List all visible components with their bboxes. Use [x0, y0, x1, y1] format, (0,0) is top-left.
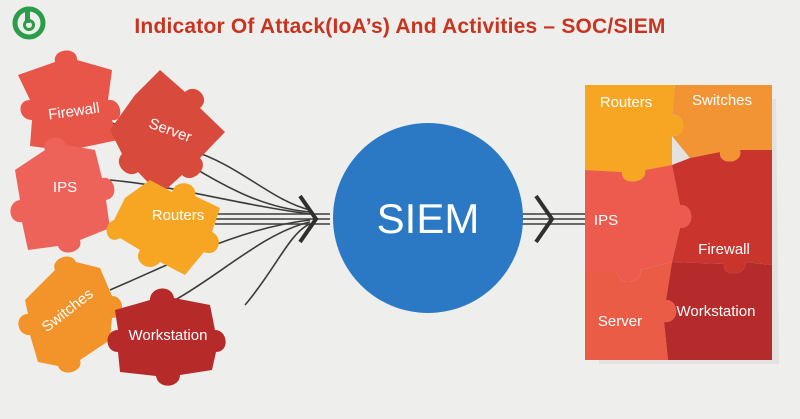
output-tile-server: Server [585, 262, 677, 360]
output-tile-ips: IPS [585, 165, 692, 282]
input-piece-routers: Routers [106, 180, 220, 275]
b-logo-icon [12, 6, 46, 40]
output-tile-workstation: Workstation [664, 262, 772, 360]
input-piece-switches: Switches [18, 256, 123, 373]
input-label-ips: IPS [53, 179, 77, 196]
output-label-switches: Switches [692, 92, 752, 109]
output-tile-routers: Routers [585, 85, 684, 182]
input-piece-ips: IPS [10, 137, 115, 253]
output-grid: Routers Switches IPS Firewall Server Wor… [585, 85, 779, 364]
siem-hub [333, 123, 523, 313]
output-label-server: Server [598, 313, 642, 330]
output-label-workstation: Workstation [677, 303, 756, 320]
siem-hub-label: SIEM [377, 195, 480, 242]
input-label-routers: Routers [152, 207, 205, 224]
output-label-firewall: Firewall [698, 241, 750, 258]
arrow-chevrons [298, 194, 555, 244]
page-title: Indicator Of Attack(IoA’s) And Activitie… [134, 15, 666, 38]
input-piece-firewall: Firewall [18, 50, 121, 159]
output-tile-firewall: Firewall [672, 150, 772, 274]
output-tile-switches: Switches [672, 85, 772, 162]
input-piece-workstation: Workstation [107, 288, 226, 386]
output-label-routers: Routers [600, 94, 653, 111]
output-label-ips: IPS [594, 212, 618, 229]
input-piece-server: Server [110, 70, 225, 195]
input-label-workstation: Workstation [129, 327, 208, 344]
